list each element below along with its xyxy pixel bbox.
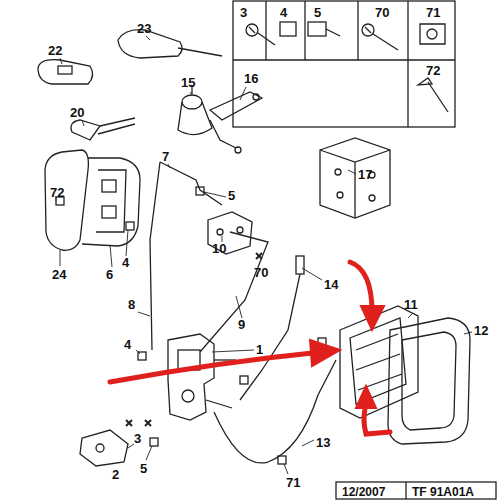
inner-handle <box>340 306 418 418</box>
control-rod <box>200 232 268 352</box>
control-rod <box>150 162 160 350</box>
callout-number: 3 <box>240 6 247 20</box>
key-fob <box>38 60 93 84</box>
screw-mark <box>126 253 262 426</box>
callout-number: 13 <box>316 436 330 450</box>
callout-number: 11 <box>404 298 418 312</box>
red-annotation-arrow <box>110 262 390 434</box>
callout-number: 71 <box>426 6 440 20</box>
cable-end <box>296 256 304 274</box>
callout-number: 7 <box>162 150 169 164</box>
callout-number: 70 <box>375 6 389 20</box>
screw-bag <box>320 138 390 218</box>
callout-number: 72 <box>426 64 440 78</box>
lock-cylinder <box>178 85 212 135</box>
callout-number: 2 <box>112 468 119 482</box>
key <box>118 30 222 58</box>
reference-text: 12/2007 <box>342 485 385 499</box>
callout-number: 17 <box>358 168 372 182</box>
key <box>71 118 135 140</box>
callout-number: 8 <box>128 298 135 312</box>
callout-number: 24 <box>52 268 66 282</box>
screw-icon <box>362 24 398 50</box>
reference-box <box>336 482 496 499</box>
callout-number: 6 <box>106 268 113 282</box>
callout-number: 20 <box>70 106 84 120</box>
cable <box>240 274 300 400</box>
clip-icon <box>280 22 340 36</box>
callout-number: 12 <box>474 324 488 338</box>
callout-number: 5 <box>314 6 321 20</box>
callout-number: 14 <box>324 278 338 292</box>
leader-line <box>56 36 472 474</box>
clip-icon <box>420 24 445 44</box>
callout-number: 15 <box>181 76 195 90</box>
callout-number: 22 <box>48 44 62 58</box>
callout-number: 10 <box>212 242 226 256</box>
callout-number: 1 <box>256 343 263 357</box>
callout-number: 70 <box>254 266 268 280</box>
lever <box>210 92 262 153</box>
outer-handle <box>45 150 140 250</box>
parts-table <box>233 1 455 127</box>
screw-icon <box>246 24 275 45</box>
rivet-icon <box>418 78 448 112</box>
callout-number: 3 <box>134 432 141 446</box>
callout-number: 71 <box>286 476 300 490</box>
callout-number: 72 <box>50 186 64 200</box>
reference-text: TF 91A01A <box>412 485 474 499</box>
callout-number: 4 <box>124 338 131 352</box>
clip-symbol <box>56 187 326 464</box>
control-rod <box>160 162 222 205</box>
callout-number: 16 <box>244 72 258 86</box>
handle-bezel <box>388 318 470 444</box>
striker-bracket <box>80 430 128 466</box>
cable <box>214 360 336 463</box>
callout-number: 5 <box>228 189 235 203</box>
lock-mechanism <box>168 334 236 420</box>
callout-number: 9 <box>238 318 245 332</box>
callout-number: 4 <box>280 6 287 20</box>
callout-number: 4 <box>122 256 129 270</box>
callout-number: 5 <box>140 462 147 476</box>
callout-number: 23 <box>137 22 151 36</box>
